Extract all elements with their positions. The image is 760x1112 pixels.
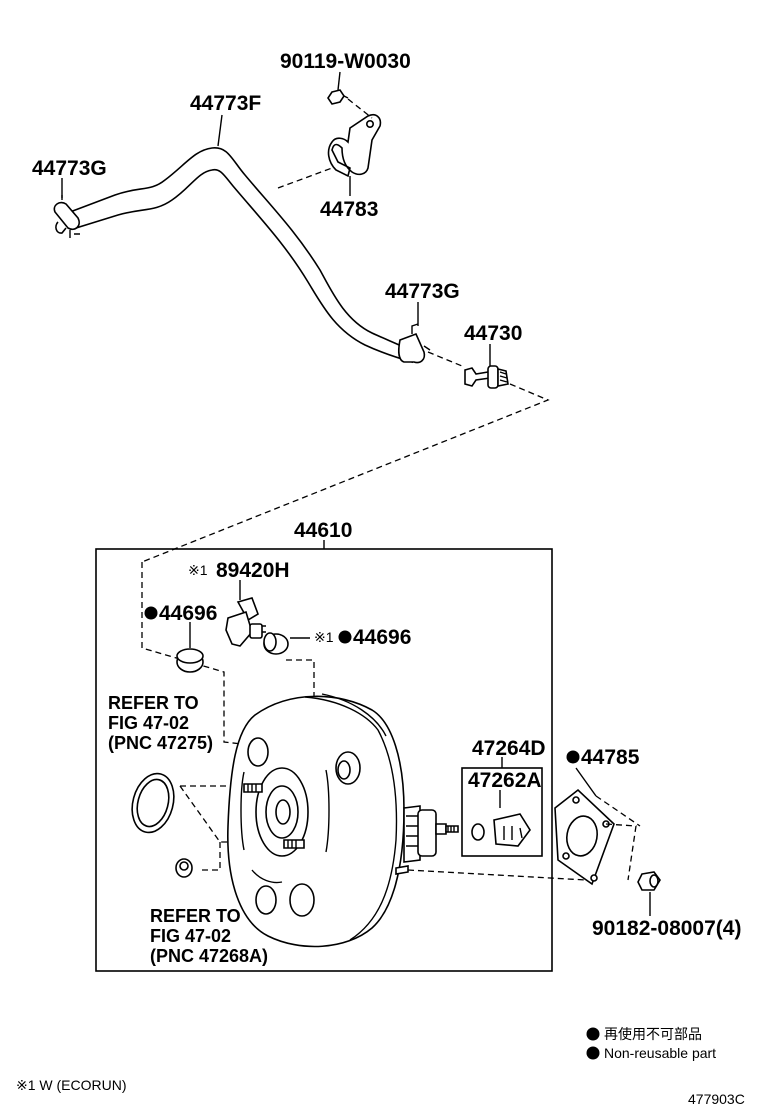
pressure-sensor-89420h[interactable] xyxy=(225,597,266,647)
leader-stud-to-gasket xyxy=(407,869,587,881)
hose-bracket-44783[interactable] xyxy=(327,113,382,178)
label-44730: 44730 xyxy=(464,322,522,345)
leader-valve-to-booster xyxy=(141,383,550,563)
label-47262a: 47262A xyxy=(468,769,542,792)
clevis-47262a[interactable] xyxy=(471,813,531,847)
check-valve-44730[interactable] xyxy=(464,365,509,389)
gasket-44785[interactable] xyxy=(554,788,615,886)
label-44773g-right: 44773G xyxy=(385,280,460,303)
legend-dot-en xyxy=(586,1046,600,1060)
leader-44785 xyxy=(575,767,597,797)
label-90182-08007: 90182-08007(4) xyxy=(592,917,741,940)
label-44785: 44785 xyxy=(581,746,640,769)
grommet-44696-left[interactable] xyxy=(176,648,204,673)
vacuum-hose-44773f[interactable] xyxy=(68,147,413,364)
nonreusable-dot-right xyxy=(338,630,352,644)
seal-47268a[interactable] xyxy=(175,858,193,878)
leader-90119 xyxy=(337,71,341,91)
refer-bot-line2: FIG 47-02 xyxy=(150,926,231,946)
footnote-ecorun: ※1 W (ECORUN) xyxy=(16,1077,127,1093)
hose-clamp-left[interactable] xyxy=(53,195,80,238)
label-44696-right: 44696 xyxy=(353,626,411,649)
leader-44773f xyxy=(217,114,223,147)
leader-bolt-to-bracket xyxy=(347,98,373,119)
nonreusable-dot-left xyxy=(144,606,158,620)
nonreusable-dot-gasket xyxy=(566,750,580,764)
label-47264d: 47264D xyxy=(472,737,546,760)
legend-nonreusable-jp: 再使用不可部品 xyxy=(604,1026,702,1042)
bolt-90119[interactable] xyxy=(327,89,349,105)
label-44773f: 44773F xyxy=(190,92,261,115)
label-44783: 44783 xyxy=(320,198,378,221)
label-89420h: 89420H xyxy=(216,559,290,582)
label-44610: 44610 xyxy=(294,519,352,542)
grommet-44696-right[interactable] xyxy=(263,632,289,655)
nut-90182[interactable] xyxy=(637,871,661,891)
legend-dot-jp xyxy=(586,1027,600,1041)
leader-clamp-to-valve xyxy=(427,351,463,367)
refer-bot-line1: REFER TO xyxy=(150,906,241,926)
o-ring-47275[interactable] xyxy=(126,769,180,837)
note-mark-sensor: ※1 xyxy=(188,562,208,578)
legend-nonreusable-en: Non-reusable part xyxy=(604,1045,716,1061)
label-44773g-left: 44773G xyxy=(32,157,107,180)
illustration-code: 477903C xyxy=(688,1091,745,1107)
refer-top-line3: (PNC 47275) xyxy=(108,733,213,753)
refer-top-line2: FIG 47-02 xyxy=(108,713,189,733)
leader-gasket-holes xyxy=(595,795,641,881)
leader-grommet-left xyxy=(141,562,243,745)
note-mark-grommet: ※1 xyxy=(314,629,334,645)
leader-bracket-to-hose xyxy=(277,167,333,189)
refer-bot-line3: (PNC 47268A) xyxy=(150,946,268,966)
label-90119-w0030: 90119-W0030 xyxy=(280,50,411,73)
hose-clamp-right[interactable] xyxy=(398,323,431,364)
brake-booster-body[interactable] xyxy=(227,693,459,948)
refer-top-line1: REFER TO xyxy=(108,693,199,713)
label-44696-left: 44696 xyxy=(159,602,217,625)
